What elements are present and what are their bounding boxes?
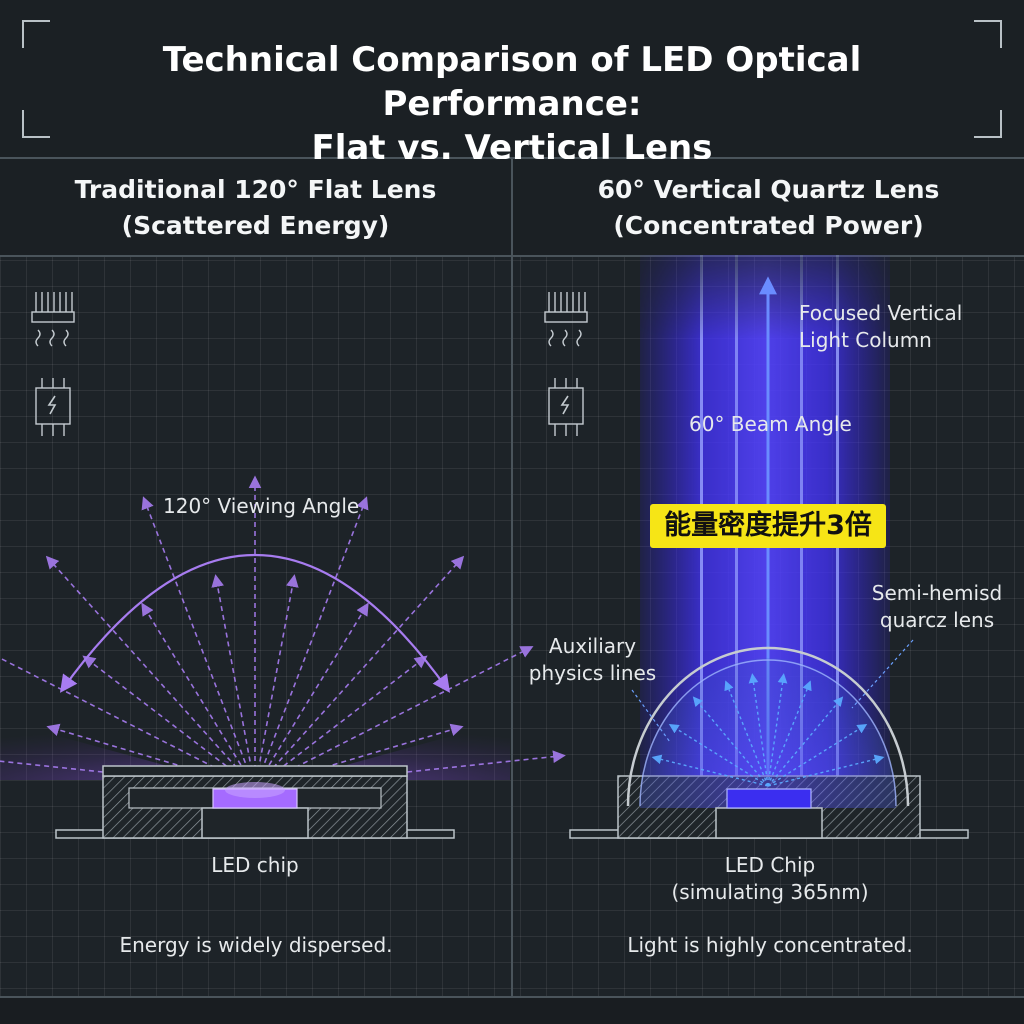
light-ray — [141, 496, 256, 789]
right-chip-label-line1: LED Chip — [724, 853, 816, 877]
left-panel-title-line2: (Scattered Energy) — [121, 211, 390, 240]
right-chip-label-line2: (simulating 365nm) — [671, 880, 869, 904]
right-panel-title-line1: 60° Vertical Quartz Lens — [597, 175, 940, 204]
light-ray — [45, 555, 256, 789]
panel-divider — [511, 157, 513, 997]
light-ray — [254, 646, 534, 789]
beam-angle-label: 60° Beam Angle — [689, 412, 852, 436]
refraction-rays — [651, 673, 885, 787]
left-chip-label: LED chip — [211, 853, 299, 877]
footer-band — [0, 998, 1024, 1024]
viewing-angle-label: 120° Viewing Angle — [163, 494, 360, 518]
lens-label-line1: Semi-hemisd — [871, 581, 1003, 605]
right-chip-label: LED Chip (simulating 365nm) — [640, 852, 900, 906]
light-ray — [748, 673, 769, 787]
light-ray — [668, 724, 769, 787]
light-ray — [767, 754, 885, 787]
light-ray — [0, 657, 256, 789]
light-ray — [767, 696, 844, 787]
lens-label: Semi-hemisd quarcz lens — [862, 580, 1012, 634]
corner-bracket — [22, 20, 50, 48]
aux-lines-label: Auxiliary physics lines — [515, 633, 670, 687]
column-label-line2: Light Column — [799, 328, 932, 352]
title-header: Technical Comparison of LED Optical Perf… — [0, 0, 1024, 168]
right-caption: Light is highly concentrated. — [627, 933, 913, 957]
light-ray — [0, 760, 256, 789]
flat-lens — [102, 765, 408, 777]
light-ray — [254, 555, 465, 789]
left-panel-title-line1: Traditional 120° Flat Lens — [74, 175, 437, 204]
left-panel-header: Traditional 120° Flat Lens (Scattered En… — [0, 159, 511, 257]
corner-bracket — [974, 20, 1002, 48]
light-ray — [767, 673, 788, 787]
aux-leader-line — [631, 689, 671, 743]
driver-chip-icon — [548, 378, 584, 436]
main-title: Technical Comparison of LED Optical Perf… — [40, 38, 984, 170]
heatsink-icon — [544, 292, 588, 347]
led-chip-right — [726, 788, 812, 809]
light-ray — [692, 696, 769, 787]
light-ray — [767, 724, 868, 787]
heatsink-icon — [31, 292, 75, 347]
lens-label-line2: quarcz lens — [879, 608, 995, 632]
column-label-line1: Focused Vertical — [799, 301, 963, 325]
light-ray — [254, 496, 369, 789]
viewing-angle-arc — [59, 553, 451, 693]
light-ray — [767, 680, 812, 787]
main-title-line1: Technical Comparison of LED Optical Perf… — [162, 40, 862, 124]
flat-lens-housing — [55, 765, 455, 839]
driver-chip-icon — [35, 378, 71, 436]
light-ray — [254, 750, 566, 789]
aux-label-line2: physics lines — [528, 661, 657, 685]
right-panel-title-line2: (Concentrated Power) — [613, 211, 924, 240]
light-ray — [651, 754, 769, 787]
corner-bracket — [974, 110, 1002, 138]
column-label: Focused Vertical Light Column — [799, 300, 962, 354]
footer-divider — [0, 996, 1024, 998]
left-caption: Energy is widely dispersed. — [119, 933, 393, 957]
right-panel-header: 60° Vertical Quartz Lens (Concentrated P… — [513, 159, 1024, 257]
scatter-rays — [0, 475, 566, 789]
light-ray — [724, 680, 769, 787]
aux-label-line1: Auxiliary — [548, 634, 637, 658]
energy-density-badge: 能量密度提升3倍 — [650, 504, 886, 548]
quartz-lens-housing — [569, 646, 969, 839]
corner-bracket — [22, 110, 50, 138]
quartz-dome — [626, 646, 910, 807]
